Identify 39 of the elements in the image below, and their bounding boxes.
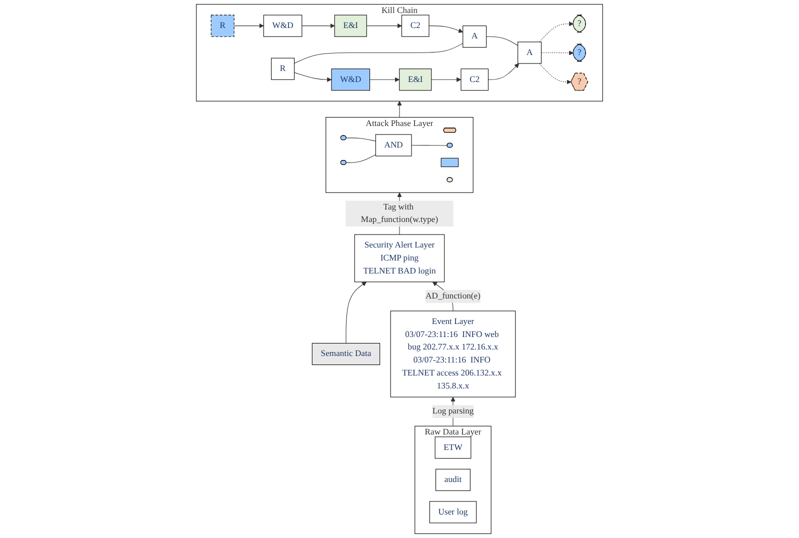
node-box: audit <box>436 468 470 491</box>
arrow <box>539 22 574 42</box>
node-box: E&I <box>334 14 367 37</box>
node-box: W&D <box>263 14 302 37</box>
node-box: C2 <box>401 14 430 37</box>
arrow <box>366 23 402 28</box>
connector <box>486 36 518 46</box>
connector <box>294 42 464 64</box>
connector <box>346 154 376 164</box>
node-box: ETW <box>434 436 472 459</box>
arrow <box>539 63 572 84</box>
connector <box>411 144 448 146</box>
node-box: Semantic Data <box>312 342 380 366</box>
edge-label: Log parsing <box>432 406 474 416</box>
node-box: E&I <box>399 68 432 91</box>
arrow <box>234 23 264 28</box>
arrow <box>488 63 520 80</box>
arrow <box>541 50 574 56</box>
node-box: W&D <box>331 68 370 91</box>
node-box: Event Layer 03/07-23:11:16 INFO web bug 202.77.x.x 172.16.x.x 03/07-23:11:16 INFO TELNET access 206.132.x.x 135.8.x.x <box>390 310 516 398</box>
node-box: R <box>210 14 234 37</box>
node-box: AND <box>375 134 412 156</box>
arrow <box>302 23 335 28</box>
node-box: R <box>271 58 295 80</box>
node-box: User log <box>429 501 477 524</box>
edge-label: AD_function(e) <box>426 292 480 301</box>
arrow <box>431 77 462 82</box>
node-box: A <box>518 42 542 64</box>
arrow <box>294 72 332 82</box>
node-box: C2 <box>460 68 489 91</box>
edge-label: Tag with Map_function(w.type) <box>360 202 438 224</box>
arrow <box>346 282 367 344</box>
node-box: A <box>462 26 487 48</box>
connector <box>346 138 376 142</box>
arrow <box>370 77 400 82</box>
arrow <box>397 100 402 118</box>
node-box: Security Alert Layer ICMP ping TELNET BAD login <box>354 234 445 282</box>
arrow <box>428 26 464 33</box>
node-box <box>440 158 459 168</box>
